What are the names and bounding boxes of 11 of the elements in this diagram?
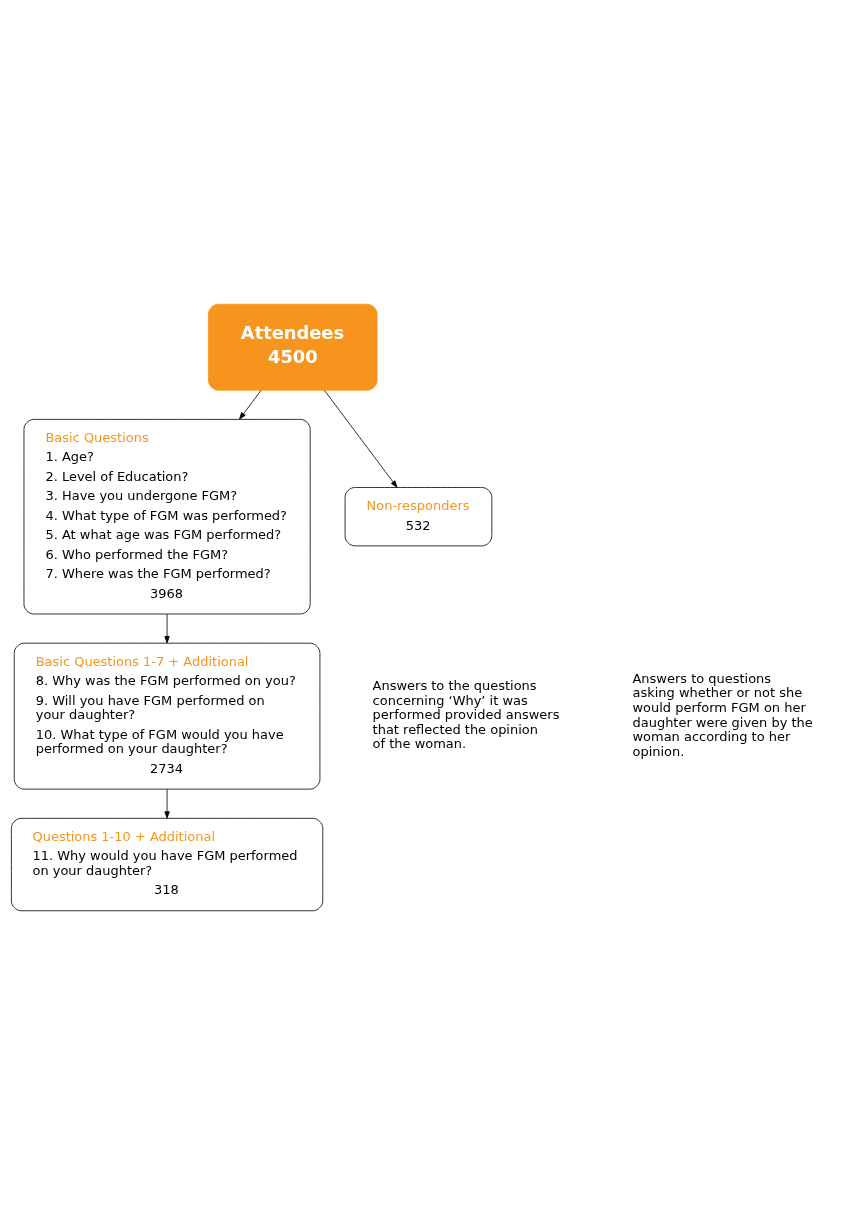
label: Answers to the questions concerning ‘Why’ it was performed provided answers that reflected the opinion of the woman. bbox=[372, 678, 560, 752]
arrow bbox=[164, 613, 170, 644]
arrow bbox=[324, 389, 398, 488]
arrow bbox=[164, 788, 170, 819]
arrow bbox=[239, 389, 262, 420]
node-box: Attendees 4500 bbox=[208, 303, 378, 391]
node-box: Basic Questions 1. Age? 2. Level of Education? 3. Have you undergone FGM? 4. What type of FGM was performed? 5. At what age was FGM performed? 6. Who performed the FGM? 7. Where was the FGM performed? 3968 bbox=[23, 418, 311, 615]
label: Answers to questions asking whether or not she would perform FGM on her daughter were given by the woman according to her opinion. bbox=[632, 670, 813, 759]
node-box: Non-responders 532 bbox=[344, 487, 493, 547]
node-box: Questions 1-10 + Additional 11. Why would you have FGM performed on your daughter? 318 bbox=[11, 817, 324, 912]
node-box: Basic Questions 1-7 + Additional 8. Why was the FGM performed on you? 9. Will you have FGM performed on your daughter? 10. What type of FGM would you have performed on your daughter? 2734 bbox=[13, 642, 321, 790]
